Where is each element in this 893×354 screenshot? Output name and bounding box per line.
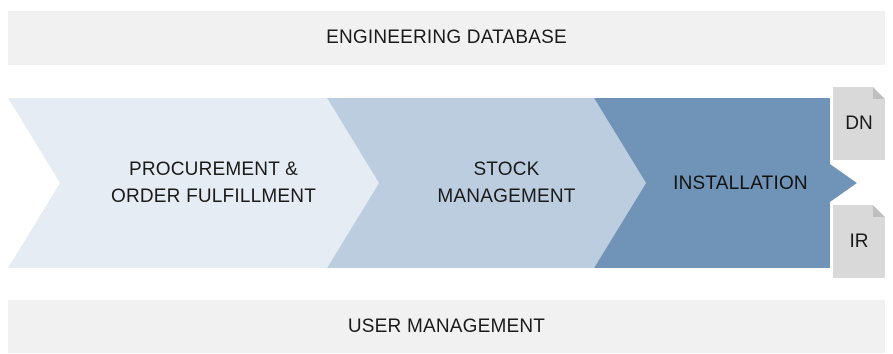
page-fold xyxy=(873,87,885,99)
page-fold xyxy=(873,205,885,217)
process-step-label: PROCUREMENT & ORDER FULFILLMENT xyxy=(111,156,316,210)
user-management-label: USER MANAGEMENT xyxy=(347,315,546,337)
user-management-band: USER MANAGEMENT xyxy=(8,300,885,353)
process-step-line: STOCK xyxy=(473,159,540,180)
engineering-database-band: ENGINEERING DATABASE xyxy=(8,11,885,65)
process-step-line: MANAGEMENT xyxy=(437,186,576,207)
document-ir-label: IR xyxy=(849,230,869,252)
process-step-stock-management: STOCK MANAGEMENT xyxy=(327,98,646,268)
document-ir-icon: IR xyxy=(833,205,885,278)
document-dn-icon: DN xyxy=(833,87,885,160)
process-step-line: PROCUREMENT & xyxy=(128,159,299,180)
process-step-label: STOCK MANAGEMENT xyxy=(437,156,575,210)
process-step-procurement: PROCUREMENT & ORDER FULFILLMENT xyxy=(8,98,379,268)
engineering-database-label: ENGINEERING DATABASE xyxy=(326,27,567,48)
process-step-line: ORDER FULFILLMENT xyxy=(110,186,317,207)
document-dn-label: DN xyxy=(845,112,873,134)
process-step-label: INSTALLATION xyxy=(673,172,808,194)
